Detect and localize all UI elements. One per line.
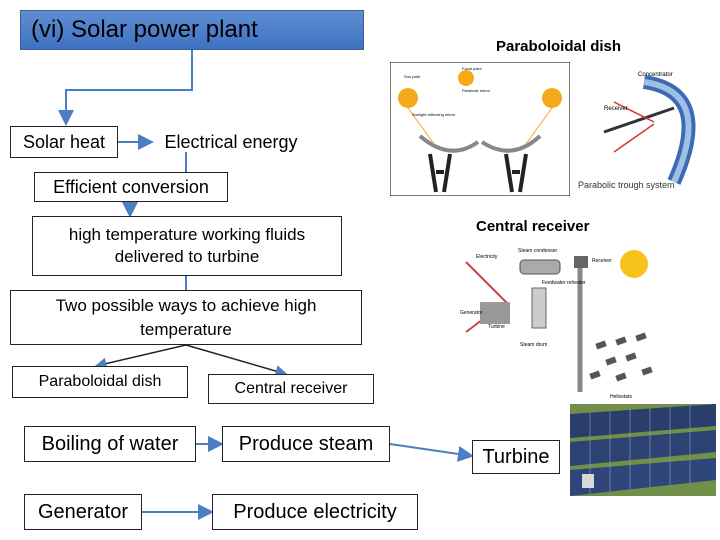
- sun-icon: [620, 250, 648, 278]
- tower-tiny-label: Turbine: [488, 324, 505, 330]
- dish-caption: Paraboloidal dish: [496, 38, 622, 55]
- solar-heat-box: Solar heat: [10, 126, 118, 158]
- dish-tiny-label: Focal point: [462, 66, 482, 71]
- trough-tiny-label: Concentrator: [638, 72, 673, 78]
- boiling-box: Boiling of water: [24, 426, 196, 462]
- produce-steam-box: Produce steam: [222, 426, 390, 462]
- page-title: (vi) Solar power plant: [20, 10, 364, 50]
- efficient-conversion-label: Efficient conversion: [53, 176, 209, 197]
- turbine-box: Turbine: [472, 440, 560, 474]
- central-receiver-box: Central receiver: [208, 374, 374, 404]
- produce-steam-label: Produce steam: [238, 432, 374, 455]
- high-temperature-box: high temperature working fluids delivere…: [32, 216, 342, 276]
- sun-icon: [458, 70, 474, 86]
- dish-tiny-label: Sun path: [404, 74, 420, 79]
- title-to-solar-heat-arrow: [58, 50, 193, 126]
- electrical-energy-box: Electrical energy: [150, 126, 312, 158]
- boiling-label: Boiling of water: [41, 432, 179, 455]
- tower-tiny-label: Electricity: [476, 254, 498, 260]
- steam-to-turbine-arrow: [389, 443, 474, 462]
- page-title-text: (vi) Solar power plant: [31, 16, 258, 43]
- generator-box: Generator: [24, 494, 142, 530]
- tower-tiny-label: Heliostats: [610, 394, 632, 400]
- trough-tiny-label: Receiver: [604, 106, 628, 112]
- high-temperature-label: high temperature working fluids delivere…: [68, 225, 306, 266]
- central-receiver-label: Central receiver: [234, 380, 348, 397]
- trough-system-label: Parabolic trough system: [578, 180, 675, 190]
- turbine-label: Turbine: [482, 445, 550, 468]
- two-ways-label: Two possible ways to achieve high temper…: [55, 295, 317, 339]
- paraboloidal-dish-label: Paraboloidal dish: [38, 373, 162, 390]
- split-left-arrow: [94, 344, 187, 370]
- produce-electricity-box: Produce electricity: [212, 494, 418, 530]
- paraboloidal-dish-illustration: Focal point Sun path Parabolic mirror Su…: [390, 62, 570, 196]
- tower-tiny-label: Receiver: [592, 258, 612, 264]
- produce-electricity-label: Produce electricity: [233, 500, 397, 523]
- split-right-arrow: [185, 344, 288, 377]
- generator-label: Generator: [37, 500, 129, 523]
- tower-tiny-label: Generator: [460, 310, 483, 316]
- efficient-conversion-box: Efficient conversion: [34, 172, 228, 202]
- solar-panel-rows: [570, 404, 716, 496]
- sun-icon: [398, 88, 418, 108]
- tower-tiny-label: Steam condenser: [518, 248, 558, 254]
- sun-icon: [542, 88, 562, 108]
- solar-heat-label: Solar heat: [22, 131, 106, 152]
- dish-tiny-label: Sunlight reflecting mirror: [412, 112, 456, 117]
- electrical-energy-label: Electrical energy: [164, 131, 298, 152]
- solar-panel-field-photo: [570, 404, 716, 496]
- parabolic-trough-illustration: Concentrator Receiver Parabolic trough s…: [578, 72, 696, 190]
- tower-tiny-label: Steam drum: [520, 342, 547, 348]
- central-receiver-illustration: Electricity Steam condenser Receiver Fee…: [460, 248, 653, 400]
- dish-tiny-label: Parabolic mirror: [462, 88, 491, 93]
- tower-tiny-label: Feedwater reheater: [542, 280, 586, 286]
- central-caption: Central receiver: [476, 218, 590, 235]
- two-ways-box: Two possible ways to achieve high temper…: [10, 290, 362, 345]
- paraboloidal-dish-box: Paraboloidal dish: [12, 366, 188, 398]
